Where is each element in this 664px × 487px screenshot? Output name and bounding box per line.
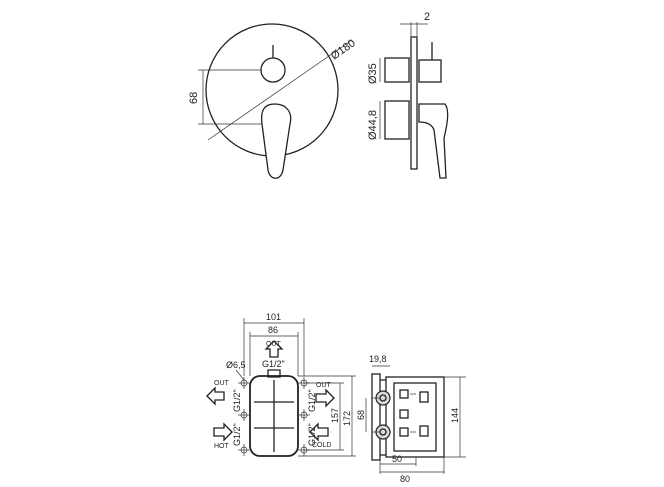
valve-body-outline	[249, 375, 299, 457]
right-lower-thread-label: G1/2"	[307, 423, 317, 446]
top-port-label: OUT	[266, 341, 282, 348]
hole-leader	[235, 369, 245, 381]
body-front-view: 101 86 OUT G1/2" Ø6,5 OUT G1/2" HOT G1/2…	[206, 312, 356, 457]
depth-max-label: 80	[400, 474, 410, 484]
body-side-view: 19,8 68 144 50 80	[356, 354, 466, 484]
port-block	[419, 391, 429, 403]
bottom-body	[384, 100, 410, 140]
top-diameter-label: Ø35	[367, 63, 379, 84]
left-lower-thread-label: G1/2"	[232, 423, 242, 446]
top-thread-label: G1/2"	[262, 359, 285, 369]
right-upper-thread-label: G1/2"	[307, 389, 317, 412]
lever-side-profile	[418, 103, 449, 179]
plate-depth-label: 2	[424, 11, 430, 23]
port-block	[399, 427, 409, 437]
outer-height-label: 172	[342, 411, 352, 426]
top-offset-label: 19,8	[369, 354, 387, 364]
cold-inlet-arrow-icon	[309, 422, 329, 442]
hole-diameter-label: Ø6,5	[226, 360, 246, 370]
mixer-lever	[260, 103, 292, 179]
left-upper-thread-label: G1/2"	[232, 389, 242, 412]
body-box	[385, 376, 445, 458]
port-block	[419, 425, 429, 437]
depth-min-label: 50	[392, 454, 402, 464]
port-block	[399, 409, 409, 419]
mounting-flange	[371, 373, 381, 461]
diameter-leader	[207, 39, 353, 141]
left-upper-port-label: OUT	[214, 380, 230, 387]
right-lower-port-label: COLD	[312, 442, 331, 449]
side-view: 2 Ø35 Ø44,8	[367, 11, 449, 179]
height-label: 68	[188, 92, 200, 104]
top-out-arrow-icon	[264, 340, 284, 358]
inner-height-label: 157	[330, 408, 340, 423]
bottom-diameter-label: Ø44,8	[367, 110, 379, 140]
inner-width-label: 86	[268, 325, 278, 335]
front-view: Ø180 68	[188, 23, 358, 179]
right-upper-port-label: OUT	[316, 382, 332, 389]
diverter-knob	[260, 57, 286, 83]
wall-plate	[410, 36, 418, 170]
left-out-arrow-icon	[206, 386, 225, 406]
outer-diameter-label: Ø180	[329, 37, 358, 62]
port-block	[399, 389, 409, 399]
right-out-arrow-icon	[315, 388, 335, 408]
top-port-fitting	[267, 369, 281, 378]
outer-width-label: 101	[266, 312, 281, 322]
left-lower-port-label: HOT	[214, 443, 230, 450]
body-inner-box	[393, 382, 437, 452]
hot-inlet-arrow-icon	[213, 422, 233, 442]
center-distance-label: 68	[356, 410, 366, 420]
top-knob-body	[384, 57, 410, 83]
top-knob-cap	[418, 59, 442, 83]
section-height-label: 144	[450, 408, 460, 423]
